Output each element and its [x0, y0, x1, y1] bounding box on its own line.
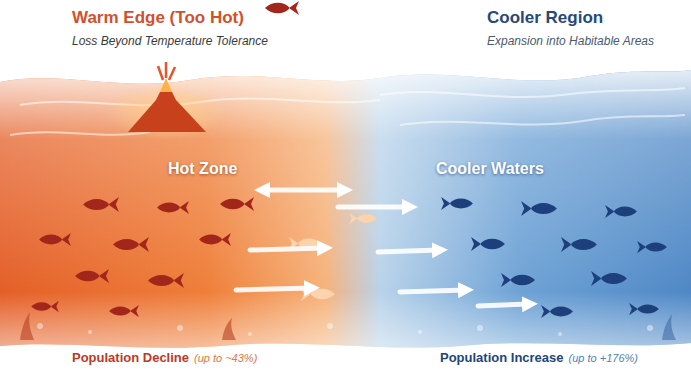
change-amount: (up to +176%)	[569, 352, 638, 364]
region-title: Warm Edge (Too Hot)	[72, 8, 357, 28]
region-subtitle: Expansion into Habitable Areas	[487, 34, 691, 48]
change-amount: (up to ~43%)	[194, 352, 257, 364]
zone-label: Cooler Waters	[436, 160, 544, 178]
region-header: Cooler RegionExpansion into Habitable Ar…	[345, 0, 691, 68]
region-header: Warm Edge (Too Hot) Loss Beyond Temperatu…	[0, 0, 357, 68]
population-change: Population Decline	[72, 350, 189, 365]
region-subtitle: Loss Beyond Temperature Tolerance	[72, 34, 357, 48]
zone-label: Hot Zone	[168, 160, 237, 178]
region-title: Cooler Region	[487, 8, 691, 28]
population-change: Population Increase	[440, 350, 564, 365]
